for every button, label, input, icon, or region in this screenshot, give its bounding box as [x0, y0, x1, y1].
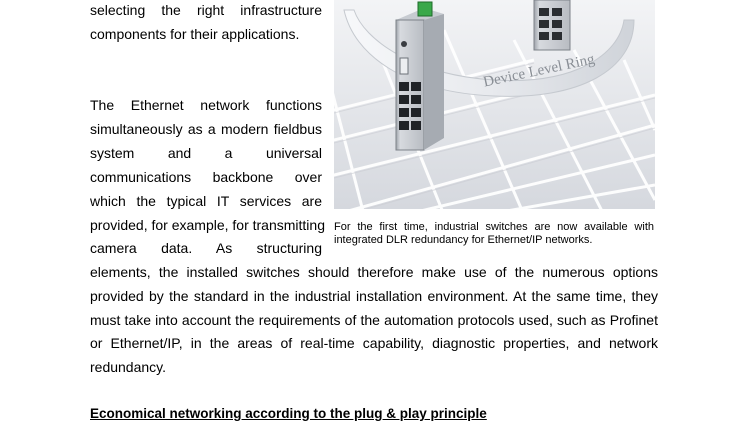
caption-line: integrated DLR redundancy for Ethernet/I…: [334, 233, 593, 246]
paragraph-line: provided, for example, for transmitting: [90, 217, 325, 233]
product-photo: Device Level Ring: [334, 0, 655, 209]
paragraph-line: provided by the standard in the industri…: [90, 288, 658, 304]
switch-device-back: [533, 0, 571, 51]
figure-caption: For the first time, industrial switches …: [334, 221, 654, 246]
switch-device-front: [395, 1, 444, 151]
paragraph-line: camera data. As structuring: [90, 240, 322, 256]
paragraph-line: system and a universal: [90, 145, 322, 161]
paragraph-line: communications backbone over: [90, 169, 322, 185]
paragraph-line: selecting the right infrastructure: [90, 2, 322, 18]
paragraph-line: simultaneously as a modern fieldbus: [90, 121, 322, 137]
switch-illustration: Device Level Ring: [334, 0, 655, 209]
paragraph-line: redundancy.: [90, 359, 167, 375]
terminal-block: [417, 1, 433, 17]
paragraph-line: components for their applications.: [90, 26, 300, 42]
paragraph-line: which the typical IT services are: [90, 193, 322, 209]
paragraph-line: must take into account the requirements …: [90, 312, 658, 328]
paragraph-line: or Ethernet/IP, in the areas of real-tim…: [90, 335, 658, 351]
paragraph-line: The Ethernet network functions: [90, 97, 322, 113]
caption-line: For the first time, industrial switches …: [334, 221, 654, 233]
paragraph-line: elements, the installed switches should …: [90, 264, 658, 280]
section-heading: Economical networking according to the p…: [90, 406, 487, 421]
